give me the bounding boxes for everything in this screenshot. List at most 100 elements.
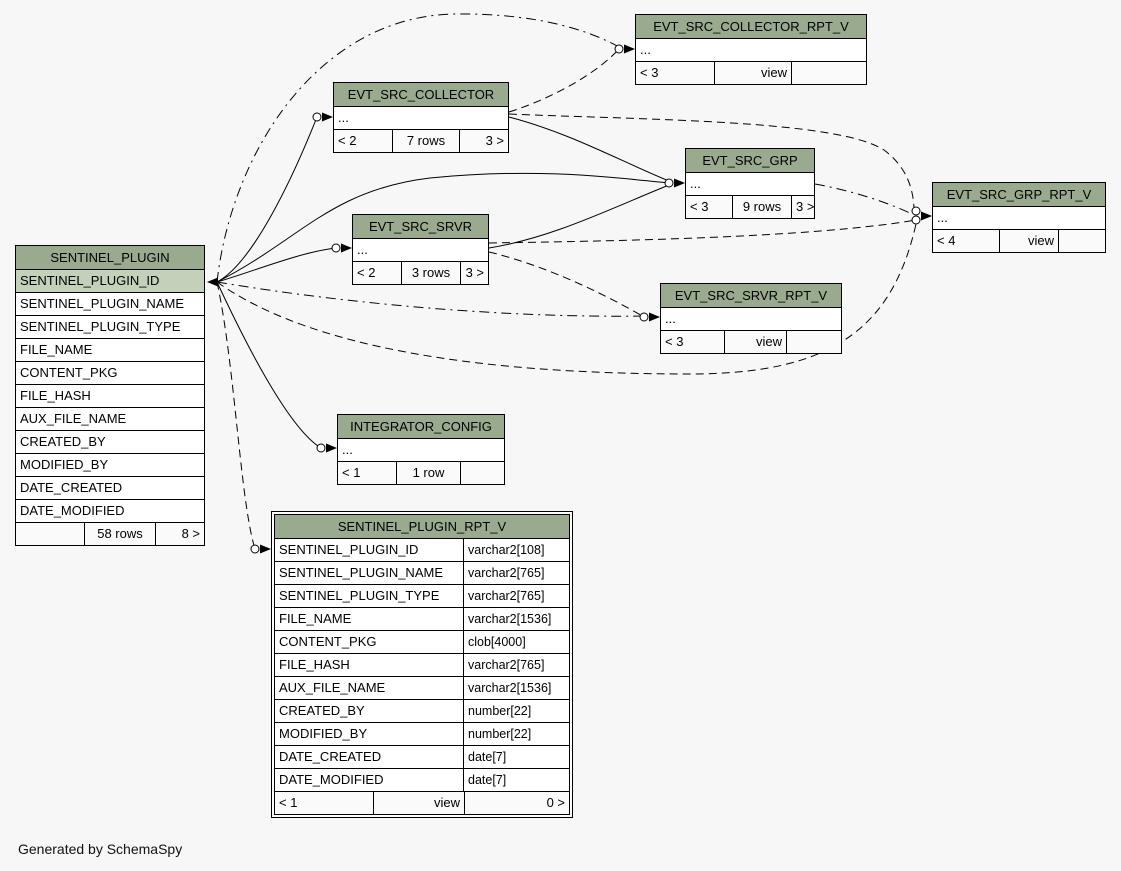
column-row: DATE_MODIFIED [16, 500, 204, 523]
footer-children: 3 > [459, 130, 508, 152]
columns-ellipsis-row: ... [338, 439, 504, 462]
arrowhead-icon [624, 44, 635, 54]
arrowhead-icon [326, 443, 337, 453]
footer-view-label: view [714, 62, 791, 84]
fk-circle-icon [312, 112, 322, 122]
column-row: AUX_FILE_NAME [16, 408, 204, 431]
footer-children [786, 331, 841, 353]
column-row: SENTINEL_PLUGIN_TYPE [16, 316, 204, 339]
columns-ellipsis-row: ... [661, 308, 841, 331]
fk-circle-icon [911, 206, 921, 216]
arrowhead-icon [322, 112, 333, 122]
table-footer: < 4 view [933, 230, 1105, 252]
table-title[interactable]: EVT_SRC_COLLECTOR_RPT_V [636, 15, 866, 39]
footer-children [1058, 230, 1105, 252]
columns-ellipsis-row: ... [636, 39, 866, 62]
column-row: SENTINEL_PLUGIN_NAME varchar2[765] [275, 562, 569, 585]
column-row: DATE_CREATED date[7] [275, 746, 569, 769]
arrowhead-icon [921, 211, 932, 221]
table-title[interactable]: EVT_SRC_GRP [686, 149, 814, 173]
footer-view-label: view [999, 230, 1058, 252]
footer-children [791, 62, 866, 84]
column-name: SENTINEL_PLUGIN_TYPE [275, 585, 464, 607]
table-title[interactable]: INTEGRATOR_CONFIG [338, 415, 504, 439]
column-name: AUX_FILE_NAME [275, 677, 464, 699]
edge-evt-src-grp-to-evt-src-grp-rpt-v [814, 183, 913, 215]
column-row: DATE_MODIFIED date[7] [275, 769, 569, 792]
footer-parents: < 1 [279, 795, 298, 810]
column-row: SENTINEL_PLUGIN_ID varchar2[108] [275, 539, 569, 562]
column-row: CREATED_BY [16, 431, 204, 454]
table-evt-src-srvr[interactable]: EVT_SRC_SRVR ... < 2 3 rows 3 > [352, 214, 489, 285]
table-evt-src-grp-rpt-v[interactable]: EVT_SRC_GRP_RPT_V ... < 4 view [932, 182, 1106, 253]
column-name: CREATED_BY [275, 700, 464, 722]
arrowhead-icon [341, 243, 352, 253]
column-type: varchar2[108] [468, 543, 545, 557]
table-sentinel-plugin-rpt-v[interactable]: SENTINEL_PLUGIN_RPT_V SENTINEL_PLUGIN_ID… [271, 511, 573, 818]
column-type: date[7] [468, 773, 507, 787]
table-title[interactable]: SENTINEL_PLUGIN [16, 246, 204, 270]
footer-rowcount: 3 rows [401, 262, 460, 284]
table-title[interactable]: EVT_SRC_COLLECTOR [334, 83, 508, 107]
table-footer: < 2 3 rows 3 > [353, 262, 488, 284]
footer-view-label: view [724, 331, 786, 353]
table-evt-src-collector-rpt-v[interactable]: EVT_SRC_COLLECTOR_RPT_V ... < 3 view [635, 14, 867, 85]
column-row: MODIFIED_BY [16, 454, 204, 477]
column-row: CONTENT_PKG clob[4000] [275, 631, 569, 654]
column-row: CREATED_BY number[22] [275, 700, 569, 723]
footer-parents: < 1 [342, 465, 361, 480]
fk-circle-icon [639, 312, 649, 322]
table-sentinel-plugin[interactable]: SENTINEL_PLUGIN SENTINEL_PLUGIN_ID SENTI… [15, 245, 205, 546]
table-footer: < 1 1 row [338, 462, 504, 484]
column-type: varchar2[1536] [468, 681, 552, 695]
columns-ellipsis-row: ... [686, 173, 814, 196]
columns-ellipsis-row: ... [933, 207, 1105, 230]
column-name: FILE_HASH [275, 654, 464, 676]
columns-ellipsis-row: ... [334, 107, 508, 130]
table-footer: < 3 view [636, 62, 866, 84]
column-type: varchar2[765] [468, 566, 545, 580]
table-footer: < 2 7 rows 3 > [334, 130, 508, 152]
table-footer: < 1 view 0 > [275, 792, 569, 814]
column-row: AUX_FILE_NAME varchar2[1536] [275, 677, 569, 700]
column-type: number[22] [468, 727, 532, 741]
footer-parents [16, 523, 84, 545]
column-row-primary-key: SENTINEL_PLUGIN_ID [16, 270, 204, 293]
generated-by-text: Generated by SchemaSpy [18, 841, 183, 857]
column-type: clob[4000] [468, 635, 526, 649]
edge-evt-src-collector-to-evt-src-grp [508, 116, 670, 182]
table-evt-src-srvr-rpt-v[interactable]: EVT_SRC_SRVR_RPT_V ... < 3 view [660, 283, 842, 354]
table-title[interactable]: SENTINEL_PLUGIN_RPT_V [275, 515, 569, 539]
footer-view-label: view [373, 792, 464, 814]
arrowhead-icon [674, 178, 685, 188]
edge-sentinel-plugin-to-evt-src-srvr [216, 247, 337, 283]
table-integrator-config[interactable]: INTEGRATOR_CONFIG ... < 1 1 row [337, 414, 505, 485]
table-evt-src-collector[interactable]: EVT_SRC_COLLECTOR ... < 2 7 rows 3 > [333, 82, 509, 153]
fk-circle-icon [331, 243, 341, 253]
column-row: FILE_HASH [16, 385, 204, 408]
column-row: FILE_NAME varchar2[1536] [275, 608, 569, 631]
fk-circle-icon [911, 215, 921, 225]
fk-circle-icon [664, 178, 674, 188]
table-footer: 58 rows 8 > [16, 523, 204, 545]
table-title[interactable]: EVT_SRC_SRVR_RPT_V [661, 284, 841, 308]
footer-parents: < 3 [640, 65, 659, 80]
footer-rowcount: 58 rows [84, 523, 155, 545]
arrowhead-icon [260, 544, 271, 554]
column-row: MODIFIED_BY number[22] [275, 723, 569, 746]
edge-sentinel-plugin-to-evt-src-collector [216, 116, 318, 283]
table-footer: < 3 view [661, 331, 841, 353]
table-title[interactable]: EVT_SRC_GRP_RPT_V [933, 183, 1105, 207]
footer-children: 0 > [464, 792, 569, 814]
columns-ellipsis-row: ... [353, 239, 488, 262]
column-type: number[22] [468, 704, 532, 718]
table-evt-src-grp[interactable]: EVT_SRC_GRP ... < 3 9 rows 3 > [685, 148, 815, 219]
table-title[interactable]: EVT_SRC_SRVR [353, 215, 488, 239]
column-name: CONTENT_PKG [275, 631, 464, 653]
column-row: CONTENT_PKG [16, 362, 204, 385]
column-row: DATE_CREATED [16, 477, 204, 500]
footer-children: 3 > [791, 196, 814, 218]
arrowhead-icon [649, 312, 660, 322]
footer-children: 8 > [155, 523, 204, 545]
